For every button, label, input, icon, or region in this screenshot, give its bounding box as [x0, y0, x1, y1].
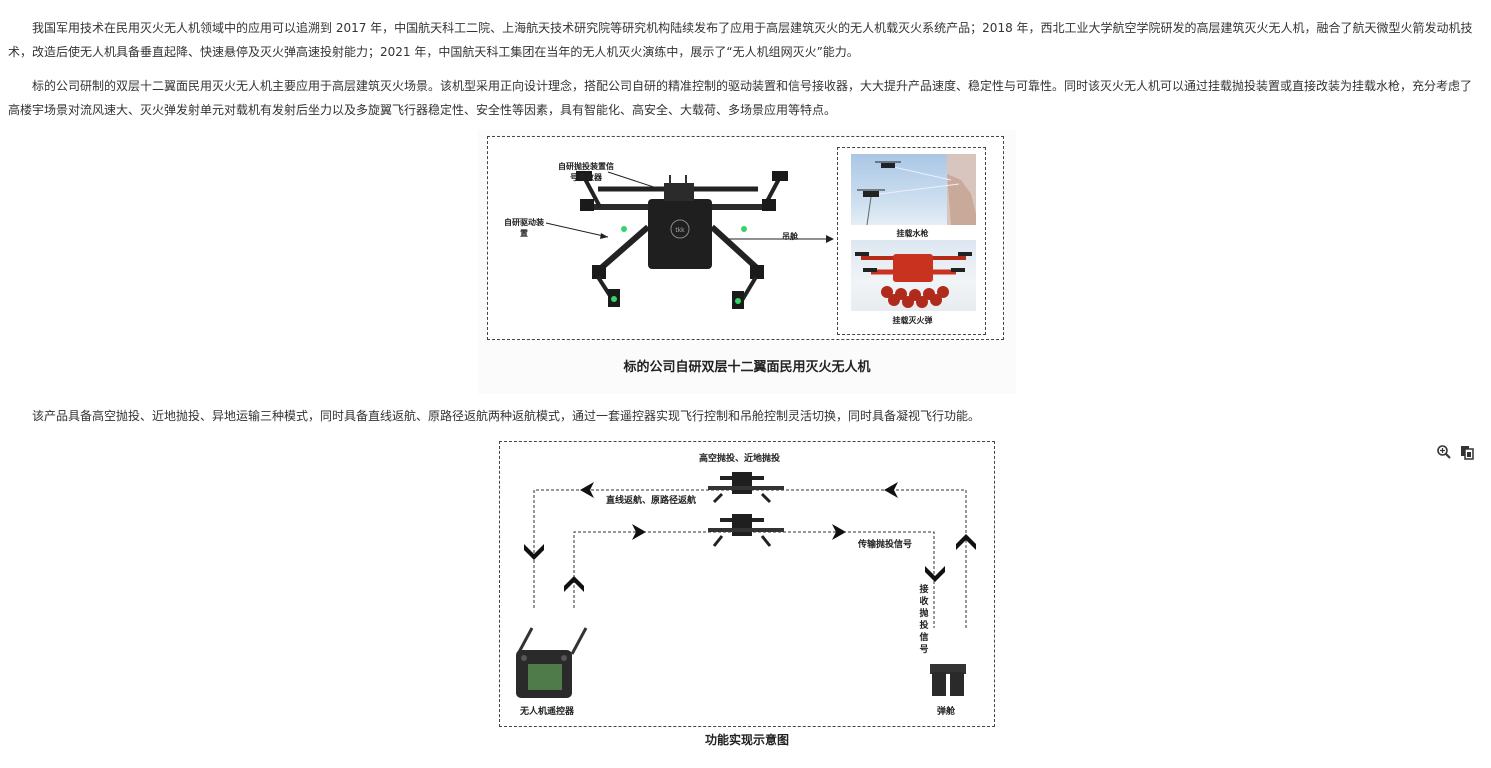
flow-paths — [533, 489, 967, 628]
label-transmit-signal: 传输抛投信号 — [858, 540, 913, 550]
pointer-line-drive — [545, 222, 609, 238]
signal-receiver — [664, 183, 694, 201]
label-pod: 吊舱 — [782, 231, 798, 241]
drone-badge: tkk — [675, 227, 685, 234]
chevron-up-icon — [564, 576, 584, 592]
label-receive-signal: 接收抛投信号 — [919, 585, 929, 655]
chevron-right-icon — [632, 524, 646, 540]
chevron-left-icon — [884, 482, 898, 498]
figure-caption: 标的公司自研双层十二翼面民用灭火无人机 — [623, 360, 871, 375]
label-bomb-pod: 弹舱 — [937, 707, 956, 717]
caption-fire-bomb: 挂载灭火弹 — [892, 315, 933, 325]
paragraph-history: 我国军用技术在民用灭火无人机领域中的应用可以追溯到 2017 年，中国航天科工二… — [8, 21, 1473, 59]
paragraph-product-intro: 标的公司研制的双层十二翼面民用灭火无人机主要应用于高层建筑灭火场景。该机型采用正… — [8, 79, 1473, 117]
arrow-head — [600, 233, 608, 239]
mount-options-panel: 挂载水枪 — [837, 147, 986, 335]
drone-body — [648, 199, 712, 269]
function-diagram-svg — [516, 472, 976, 698]
figure-drone-product: tkk 自研抛投装置信号接收器 自研驱动装置 吊舱 — [478, 130, 1016, 394]
figure-frame: tkk 自研抛投装置信号接收器 自研驱动装置 吊舱 — [487, 136, 1004, 340]
drone-x12: tkk — [576, 171, 788, 309]
chevron-down-icon — [925, 566, 945, 582]
arrow-head — [826, 235, 834, 243]
label-drop-modes: 高空抛投、近地抛投 — [699, 454, 781, 464]
zoom-in-button[interactable] — [1436, 444, 1452, 460]
caption-water-gun: 挂载水枪 — [896, 228, 929, 238]
copy-button[interactable] — [1459, 444, 1475, 460]
label-return-modes: 直线返航、原路径返航 — [606, 496, 697, 506]
figure-caption: 功能实现示意图 — [704, 733, 789, 747]
label-drive: 自研驱动装置 — [504, 217, 544, 238]
paragraph-modes: 该产品具备高空抛投、近地抛投、异地运输三种模式，同时具备直线返航、原路径返航两种… — [32, 409, 981, 423]
chevron-right-icon — [832, 524, 846, 540]
label-controller: 无人机遥控器 — [520, 707, 575, 717]
photo-water-gun — [851, 154, 976, 225]
zoom-in-icon — [1437, 445, 1451, 459]
bomb-pod-icon — [930, 664, 966, 696]
remote-controller-icon — [516, 627, 588, 698]
figure-function-diagram: 高空抛投、近地抛投 直线返航、原路径返航 传输抛投信号 接收抛投信号 无人机遥控… — [499, 441, 995, 727]
chevron-left-icon — [580, 482, 594, 498]
label-receiver: 自研抛投装置信号接收器 — [558, 161, 614, 182]
drone-top-icon — [708, 472, 784, 504]
chevron-down-icon — [524, 544, 544, 560]
direction-chevrons — [524, 482, 976, 592]
chevron-up-icon — [956, 534, 976, 550]
drone-bottom-icon — [708, 514, 784, 547]
drone-illustration: tkk — [545, 171, 834, 309]
copy-icon — [1461, 446, 1474, 460]
photo-fire-bomb — [851, 240, 976, 311]
